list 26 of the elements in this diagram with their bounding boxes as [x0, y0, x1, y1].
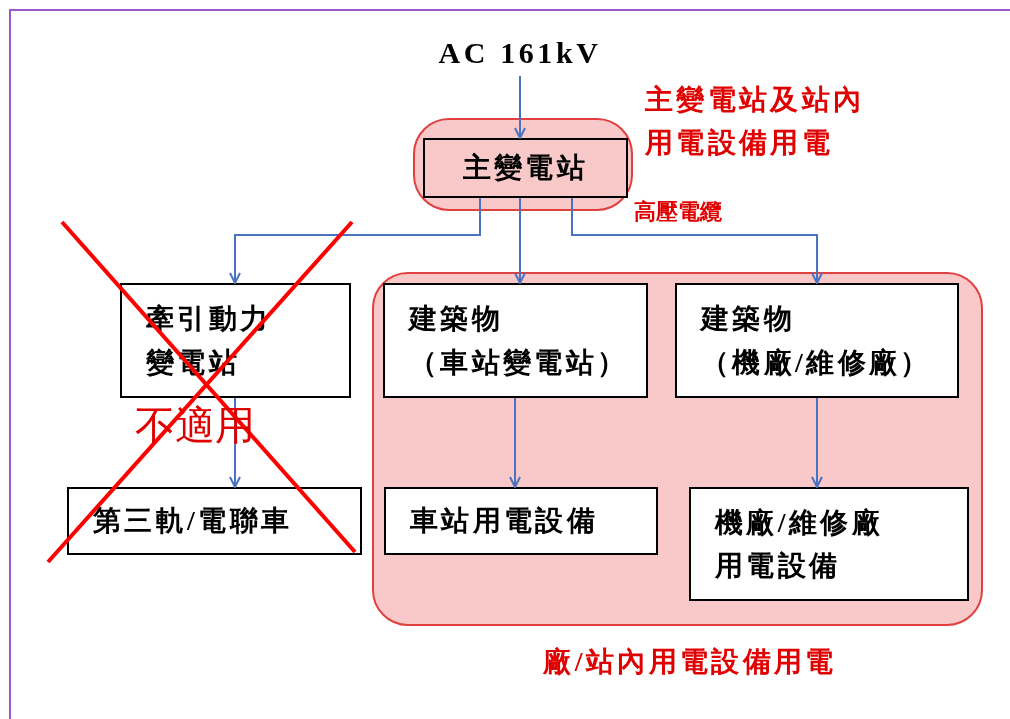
arrow	[514, 75, 526, 139]
substation-box	[423, 138, 628, 198]
process-box	[67, 487, 362, 555]
process-box	[120, 283, 351, 398]
process-box	[384, 487, 658, 555]
process-box	[675, 283, 959, 398]
substation-group	[413, 118, 633, 211]
arrow	[811, 397, 823, 488]
box-text: （車站變電站）	[409, 345, 629, 380]
arrow	[571, 197, 823, 284]
group-caption: 主變電站及站內用電設備用電	[645, 83, 866, 161]
box-text: 第三軌/電聯車	[93, 504, 293, 539]
arrow	[229, 197, 481, 284]
arrow	[509, 397, 521, 488]
box-text: 機廠/維修廠用電設備	[715, 505, 884, 583]
arrow	[514, 197, 526, 284]
group-caption: 廠/站內用電設備用電	[542, 645, 838, 679]
box-text: 建築物	[409, 302, 504, 337]
box-text: （機廠/維修廠）	[701, 345, 932, 380]
box-text: 主變電站	[462, 151, 589, 186]
facility-region	[372, 272, 983, 626]
box-text: 建築物	[701, 302, 796, 337]
box-text: 車站用電設備	[410, 504, 599, 539]
process-box	[689, 487, 969, 601]
box-text: AC 161kV	[438, 34, 602, 71]
process-box	[383, 283, 648, 398]
